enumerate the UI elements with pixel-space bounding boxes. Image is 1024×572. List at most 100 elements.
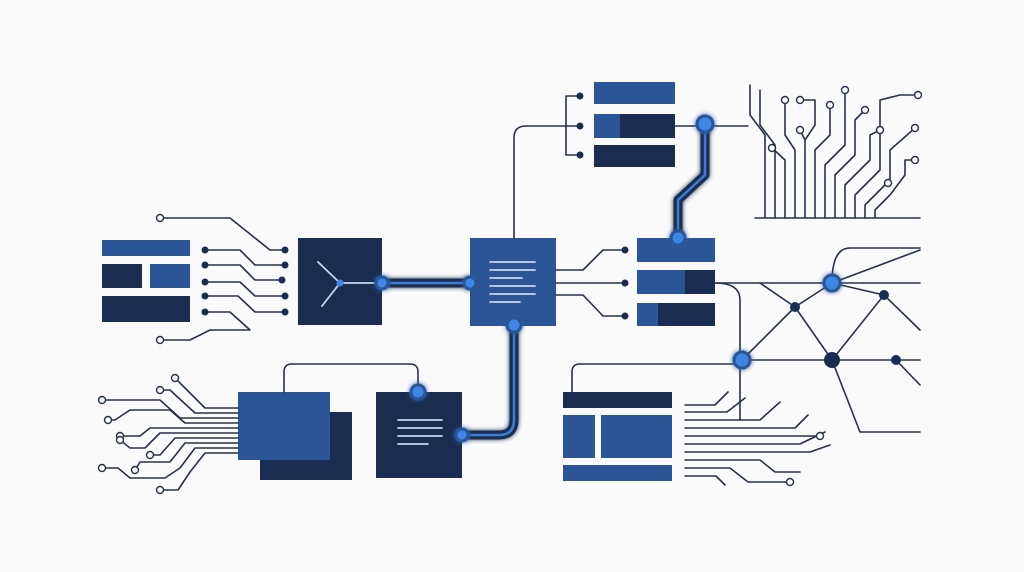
circuit-trace: [684, 391, 831, 486]
circuit-trace: [119, 432, 239, 449]
network-graph: [571, 247, 921, 433]
circuit-trace: [555, 249, 626, 271]
connector-node: [281, 261, 289, 269]
glowing-nodes: [374, 114, 842, 443]
left-fan-wires: [155, 213, 289, 345]
circuit-trace: [771, 147, 786, 219]
left-module-block: [102, 240, 190, 322]
connector-node: [910, 155, 920, 165]
conduit-core: [380, 122, 707, 437]
circuit-trace: [513, 125, 581, 239]
circuit-tree: [749, 84, 923, 219]
panel-block: [238, 392, 330, 460]
circuit-trace: [864, 127, 916, 219]
connector-node: [576, 122, 584, 130]
splitter-node-box: [298, 238, 382, 325]
circuit-trace: [149, 437, 239, 456]
connector-node: [155, 485, 165, 495]
panel-block: [563, 415, 595, 458]
connector-node: [374, 275, 390, 291]
panel-block: [102, 240, 190, 256]
connector-node: [155, 385, 165, 395]
connector-node: [879, 290, 889, 300]
top-stack-module: [513, 82, 749, 239]
connector-node: [170, 373, 180, 383]
circuit-trace: [204, 249, 286, 266]
circuit-trace: [741, 359, 921, 433]
panel-block: [102, 296, 190, 322]
connector-node: [780, 95, 790, 105]
connector-node: [767, 143, 777, 153]
connector-node: [115, 435, 125, 445]
connector-node: [815, 431, 825, 441]
connector-node: [201, 246, 209, 254]
connector-node: [621, 312, 629, 320]
connector-node: [795, 125, 805, 135]
connector-node: [785, 477, 795, 487]
connector-node: [840, 85, 850, 95]
panel-block: [470, 238, 556, 326]
circuit-trace: [844, 129, 881, 219]
connector-node: [505, 316, 523, 334]
circuit-trace: [134, 442, 239, 471]
circuit-trace: [460, 323, 516, 437]
circuit-trace: [159, 217, 286, 251]
connector-node: [155, 213, 165, 223]
circuit-trace: [784, 99, 796, 219]
circuit-trace: [489, 261, 536, 303]
connector-node: [278, 276, 286, 284]
circuit-trace: [204, 295, 286, 313]
panel-block: [658, 303, 715, 326]
connector-node: [155, 335, 165, 345]
circuit-trace: [799, 99, 816, 219]
connector-node: [669, 229, 687, 247]
circuit-trace: [204, 281, 286, 297]
connector-node: [201, 278, 209, 286]
connector-node: [910, 123, 920, 133]
panel-block: [594, 82, 675, 104]
circuit-trace: [283, 363, 419, 393]
panel-block: [685, 270, 715, 294]
connector-node: [825, 100, 835, 110]
panel-block: [637, 303, 658, 326]
connector-node: [130, 465, 140, 475]
connector-node: [891, 355, 901, 365]
circuit-trace: [397, 419, 443, 445]
panel-block: [601, 415, 672, 458]
connector-node: [281, 308, 289, 316]
connector-node: [875, 125, 885, 135]
circuit-trace: [159, 377, 239, 414]
connector-node: [201, 292, 209, 300]
panel-block: [594, 114, 620, 138]
layout-panel-box: [563, 391, 831, 487]
circuit-trace: [107, 409, 239, 424]
connector-node: [576, 92, 584, 100]
circuit-trace: [101, 447, 239, 479]
circuit-trace: [831, 249, 921, 361]
panel-block: [637, 270, 685, 294]
bottom-left-fan-wires: [97, 373, 239, 495]
circuit-trace: [457, 320, 519, 440]
circuit-trace: [317, 261, 381, 307]
circuit-trace: [159, 311, 251, 341]
connector-node: [621, 279, 629, 287]
connector-node: [281, 246, 289, 254]
circuit-trace: [555, 294, 626, 317]
connector-node: [201, 261, 209, 269]
circuit-trace: [673, 119, 710, 243]
circuit-trace: [204, 264, 283, 281]
panel-block: [620, 114, 675, 138]
panel-block: [376, 392, 462, 478]
connector-node: [695, 114, 715, 134]
circuit-trace: [814, 104, 831, 219]
circuit-trace: [854, 94, 919, 219]
connector-node: [795, 95, 805, 105]
circuit-trace: [834, 109, 866, 219]
panel-block: [594, 145, 675, 167]
circuit-trace: [874, 159, 916, 219]
circuit-trace: [119, 427, 239, 437]
central-document-box: [470, 238, 556, 326]
connector-node: [145, 450, 155, 460]
connector-node: [201, 308, 209, 316]
connector-node: [822, 273, 842, 293]
